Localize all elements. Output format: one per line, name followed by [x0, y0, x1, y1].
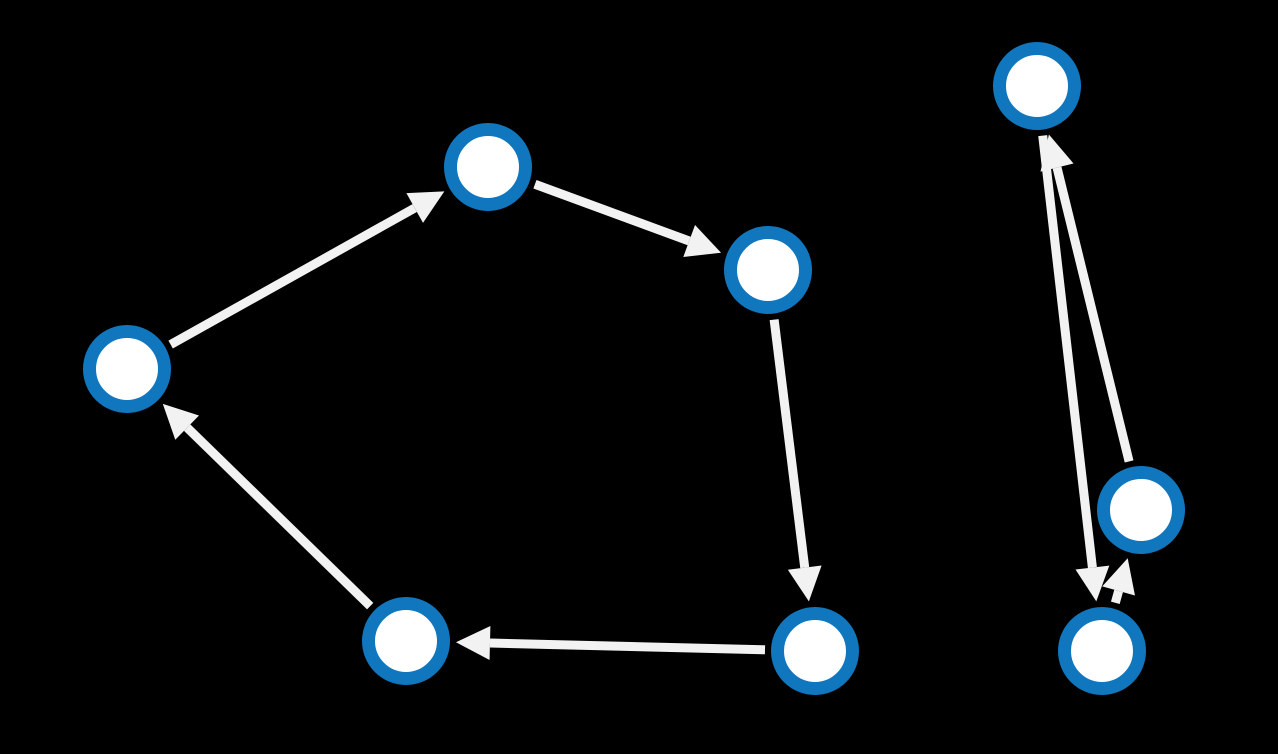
- graph-node-n5[interactable]: [1097, 466, 1185, 554]
- graph-node-n1[interactable]: [83, 325, 171, 413]
- edge-line-n8-to-n5: [1110, 589, 1123, 605]
- graph-node-n8[interactable]: [1058, 607, 1146, 695]
- edge-arrowhead-n8-to-n5: [1102, 558, 1135, 596]
- node-circle-icon[interactable]: [362, 597, 450, 685]
- edge-line-n4-to-n8: [1038, 135, 1097, 569]
- edge-line-n5-to-n4: [1052, 166, 1134, 463]
- edge-line-n1-to-n2: [168, 204, 417, 349]
- edge-arrowhead-n2-to-n3: [683, 225, 722, 257]
- nodes-layer: [83, 42, 1185, 695]
- graph-node-n4[interactable]: [993, 42, 1081, 130]
- graph-node-n3[interactable]: [724, 226, 812, 314]
- edge-line-n2-to-n3: [533, 180, 691, 246]
- edge-arrowhead-n4-to-n8: [1075, 565, 1110, 602]
- node-circle-icon[interactable]: [83, 325, 171, 413]
- edge-line-n7-to-n6: [489, 638, 766, 655]
- graph-node-n6[interactable]: [362, 597, 450, 685]
- edges-layer: [162, 134, 1135, 661]
- node-circle-icon[interactable]: [1058, 607, 1146, 695]
- node-circle-icon[interactable]: [771, 607, 859, 695]
- edge-arrowhead-n7-to-n6: [455, 626, 491, 661]
- edge-arrowhead-n1-to-n2: [406, 191, 445, 223]
- graph-node-n2[interactable]: [444, 123, 532, 211]
- node-circle-icon[interactable]: [993, 42, 1081, 130]
- node-circle-icon[interactable]: [1097, 466, 1185, 554]
- graph-node-n7[interactable]: [771, 607, 859, 695]
- edge-arrowhead-n6-to-n1: [162, 403, 200, 440]
- node-circle-icon[interactable]: [724, 226, 812, 314]
- edge-line-n6-to-n1: [184, 424, 374, 610]
- edge-arrowhead-n5-to-n4: [1040, 134, 1074, 172]
- node-circle-icon[interactable]: [444, 123, 532, 211]
- edge-arrowhead-n3-to-n7: [787, 565, 822, 602]
- edge-line-n3-to-n7: [769, 319, 810, 569]
